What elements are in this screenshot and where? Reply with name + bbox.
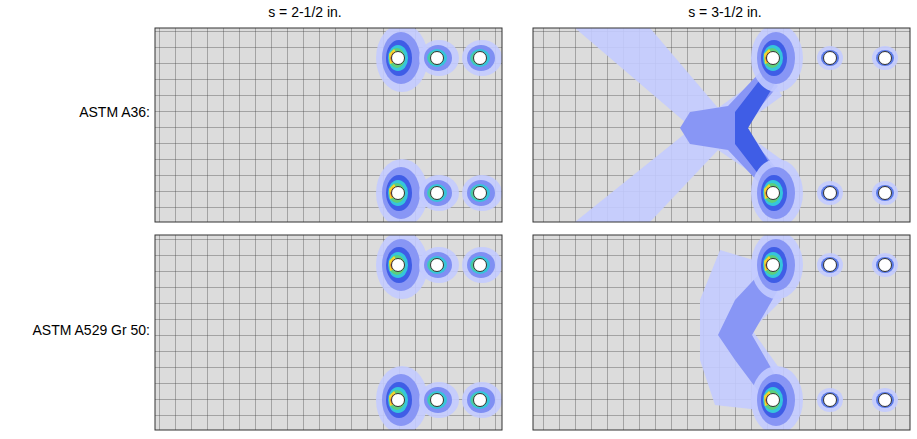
row-heading: ASTM A36: bbox=[79, 104, 150, 121]
panel-border bbox=[533, 235, 910, 430]
row-heading: ASTM A529 Gr 50: bbox=[33, 322, 151, 339]
panel-border bbox=[155, 28, 502, 222]
column-heading: s = 2-1/2 in. bbox=[268, 4, 342, 21]
contour-panel bbox=[533, 235, 910, 430]
panel-border bbox=[155, 235, 502, 430]
panel-border bbox=[533, 28, 910, 222]
contour-panel bbox=[533, 28, 910, 222]
contour-panel bbox=[155, 28, 502, 222]
column-heading: s = 3-1/2 in. bbox=[688, 4, 762, 21]
contour-panel bbox=[155, 235, 502, 430]
